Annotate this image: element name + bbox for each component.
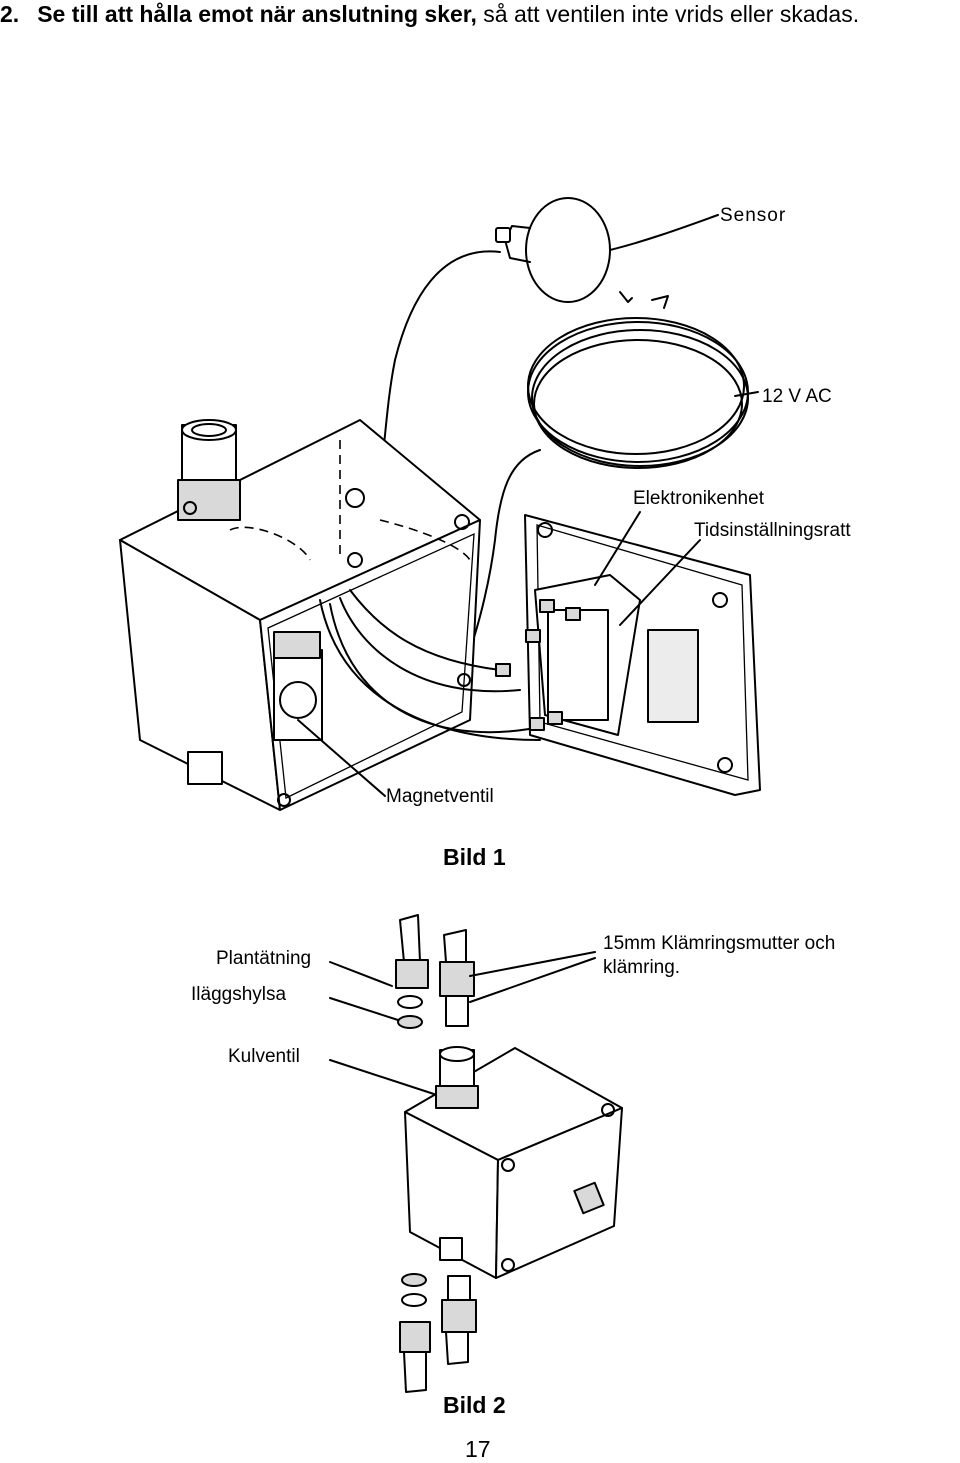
instruction-rest: så att ventilen inte vrids eller skadas. <box>476 1 860 27</box>
instruction-text: 2. Se till att hålla emot när anslutning … <box>0 0 960 28</box>
label-sleeve: Iläggshylsa <box>191 984 287 1005</box>
leader-sleeve <box>329 997 399 1021</box>
page-number: 17 <box>465 1436 491 1462</box>
power-terminals <box>619 291 669 309</box>
upper-pipes <box>395 914 475 1029</box>
label-ball-valve: Kulventil <box>228 1046 300 1067</box>
leader-ball-valve <box>329 1059 441 1097</box>
caption-figure-2: Bild 2 <box>443 1392 506 1418</box>
caption-figure-1: Bild 1 <box>443 844 506 870</box>
instruction-bold: Se till att hålla emot när anslutning sk… <box>37 1 477 27</box>
label-nut: 15mm Klämringsmutter och klämring. <box>603 933 836 978</box>
valve-box <box>119 419 481 811</box>
lower-pipes <box>399 1237 477 1393</box>
label-electronics: Elektronikenhet <box>633 488 764 509</box>
label-sensor: Sensor <box>720 205 787 226</box>
leader-solenoid <box>297 719 386 797</box>
internal-wires <box>319 589 551 741</box>
electronics-module <box>495 574 641 736</box>
power-cable-coil <box>469 317 759 651</box>
label-power: 12 V AC <box>762 386 832 407</box>
figure-1-illustration <box>119 197 761 811</box>
label-gasket: Plantätning <box>216 948 312 969</box>
leader-timer <box>619 539 701 626</box>
label-solenoid: Magnetventil <box>386 786 494 807</box>
leader-electronics <box>594 511 641 586</box>
label-timer: Tidsinställningsratt <box>694 520 851 541</box>
leader-gasket <box>329 961 393 987</box>
solenoid <box>273 631 323 741</box>
sensor <box>495 197 719 303</box>
leader-nut <box>469 951 596 1003</box>
closed-box-inlet <box>435 1046 479 1109</box>
closed-valve-box <box>404 1047 623 1279</box>
valve-outlet <box>187 751 223 785</box>
step-number: 2. <box>0 1 20 27</box>
valve-inlet <box>177 419 241 521</box>
